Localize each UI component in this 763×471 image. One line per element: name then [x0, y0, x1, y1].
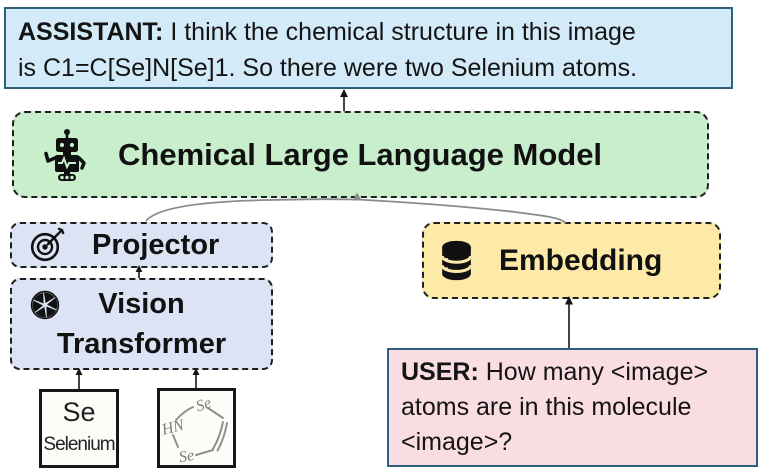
robot-icon [38, 127, 94, 183]
vision-transformer-label-line2: Transformer [56, 328, 227, 360]
molecule-sketch-tile: Se HN Se [157, 388, 236, 468]
assistant-speaker-label: ASSISTANT: [18, 18, 164, 46]
chemical-llm-label: Chemical Large Language Model [118, 136, 603, 172]
user-text-line2: atoms are in this molecule [401, 393, 692, 421]
connector-llm-to-projector [145, 198, 357, 222]
selenium-element-tile: Se Selenium [39, 389, 119, 468]
molecule-atom-left: HN [160, 417, 187, 439]
assistant-text-line2: is C1=C[Se]N[Se]1. So there were two Sel… [18, 54, 638, 82]
molecule-atom-top: Se [194, 395, 214, 416]
projector-label: Projector [92, 228, 220, 261]
vision-transformer-label-line1: Vision [98, 288, 185, 320]
chemical-llm-box: Chemical Large Language Model [12, 111, 709, 198]
vision-transformer-box: Vision Transformer [10, 278, 273, 370]
user-text-line1: How many <image> [485, 358, 709, 386]
molecule-sketch-icon: Se HN Se [159, 395, 228, 466]
assistant-text-line1: I think the chemical structure in this i… [170, 18, 636, 46]
vision-transformer-label: Vision Transformer [12, 280, 271, 364]
embedding-label: Embedding [499, 243, 663, 277]
aperture-icon [30, 290, 60, 320]
connector-llm-to-embedding [357, 198, 567, 224]
database-icon [440, 240, 473, 281]
user-text-line3: <image>? [401, 428, 513, 456]
assistant-message: ASSISTANT: I think the chemical structur… [4, 7, 733, 89]
target-dart-icon [30, 227, 66, 263]
user-message: USER: How many <image> atoms are in this… [387, 348, 758, 467]
projector-box: Projector [10, 222, 273, 268]
element-symbol: Se [62, 397, 96, 427]
embedding-box: Embedding [422, 222, 721, 299]
element-name: Selenium [43, 434, 115, 455]
molecule-atom-bottom: Se [178, 447, 196, 465]
user-speaker-label: USER: [401, 358, 479, 386]
